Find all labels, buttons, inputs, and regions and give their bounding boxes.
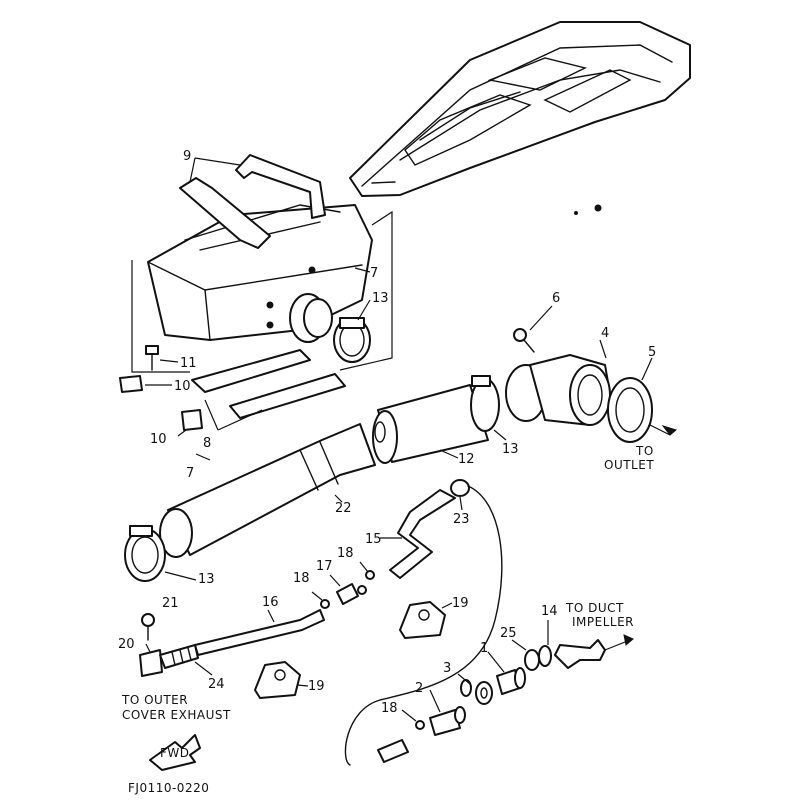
hose-clamp-13b [470, 375, 507, 441]
muffler-handles-9 [179, 154, 326, 249]
fitting-23 [450, 479, 470, 511]
callout-16: 16 [262, 595, 279, 610]
callout-19a: 19 [452, 596, 469, 611]
muffler-box-7 [147, 204, 373, 343]
fitting-17 [329, 574, 367, 605]
watercraft-hull-illustration [349, 21, 691, 197]
callout-3: 3 [443, 661, 451, 676]
fitting-1 [487, 651, 526, 695]
fitting-24 [159, 644, 213, 676]
callout-10b: 10 [150, 432, 167, 447]
callout-19b: 19 [308, 679, 325, 694]
note-to-duct-line2: IMPELLER [572, 615, 634, 629]
callout-15: 15 [365, 532, 382, 547]
callout-18b: 18 [337, 546, 354, 561]
bracket-10b [177, 409, 203, 437]
callout-13b: 13 [502, 442, 519, 457]
svg-text:FWD: FWD [160, 746, 190, 760]
note-to-duct-line1: TO DUCT [565, 601, 624, 615]
clamp-25 [511, 639, 552, 671]
callout-2: 2 [415, 681, 423, 696]
callout-5: 5 [648, 345, 656, 360]
gasket-5 [607, 357, 678, 443]
leader-7 [195, 453, 211, 461]
washer-3 [457, 673, 493, 705]
bracket-20 [139, 643, 163, 677]
callout-7a: 7 [370, 266, 378, 281]
leader-7b [354, 267, 371, 273]
hose-bracket-19b [254, 661, 309, 699]
hose-clamp-13a [333, 317, 371, 363]
hose-16 [194, 609, 325, 656]
callout-13c: 13 [198, 572, 215, 587]
callout-14: 14 [541, 604, 558, 619]
clip-18a [311, 591, 330, 609]
callout-21: 21 [162, 596, 179, 611]
callout-22: 22 [335, 501, 352, 516]
clip-18b [359, 561, 375, 580]
cooling-hose-15 [380, 489, 456, 579]
note-to-outlet-line2: OUTLET [604, 458, 654, 472]
bolt-6 [513, 305, 553, 353]
bracket-10a [119, 375, 172, 393]
hose-bracket-19a [399, 601, 453, 639]
end-fitting [377, 739, 409, 763]
clip-18c [401, 709, 425, 730]
callout-10a: 10 [174, 379, 191, 394]
callout-1: 1 [480, 641, 488, 656]
outlet-elbow-4 [505, 339, 613, 426]
callout-25: 25 [500, 626, 517, 641]
water-line-hose [344, 485, 503, 766]
exhaust-hose-12 [372, 384, 489, 464]
hose-clamp-13c [124, 525, 197, 582]
forward-arrow-icon: FWD [149, 734, 201, 771]
callout-9: 9 [183, 149, 191, 164]
callout-18c: 18 [381, 701, 398, 716]
stray-mark-small [574, 211, 578, 215]
hose-14 [547, 620, 634, 669]
callout-7b: 7 [186, 466, 194, 481]
bolt-21 [141, 613, 155, 641]
exhaust-pipe-22 [159, 423, 376, 558]
note-to-outlet-line1: TO [635, 444, 654, 458]
note-to-outer-line2: COVER EXHAUST [122, 708, 231, 722]
callout-24: 24 [208, 677, 225, 692]
callout-13a: 13 [372, 291, 389, 306]
callout-20: 20 [118, 637, 135, 652]
leader-13a [357, 299, 371, 321]
callout-17: 17 [316, 559, 333, 574]
callout-6: 6 [552, 291, 560, 306]
callout-18a: 18 [293, 571, 310, 586]
callout-11: 11 [180, 356, 197, 371]
nipple-2 [429, 689, 466, 736]
callout-4: 4 [601, 326, 609, 341]
callout-8: 8 [203, 436, 211, 451]
note-to-outer-line1: TO OUTER [121, 693, 188, 707]
callout-12: 12 [458, 452, 475, 467]
assembly-outline-7 [131, 210, 393, 373]
rubber-pads-8 [191, 349, 346, 431]
callout-23: 23 [453, 512, 470, 527]
stray-mark [594, 204, 602, 212]
bolt-11 [145, 345, 179, 371]
diagram-code: FJ0110-0220 [128, 781, 209, 795]
